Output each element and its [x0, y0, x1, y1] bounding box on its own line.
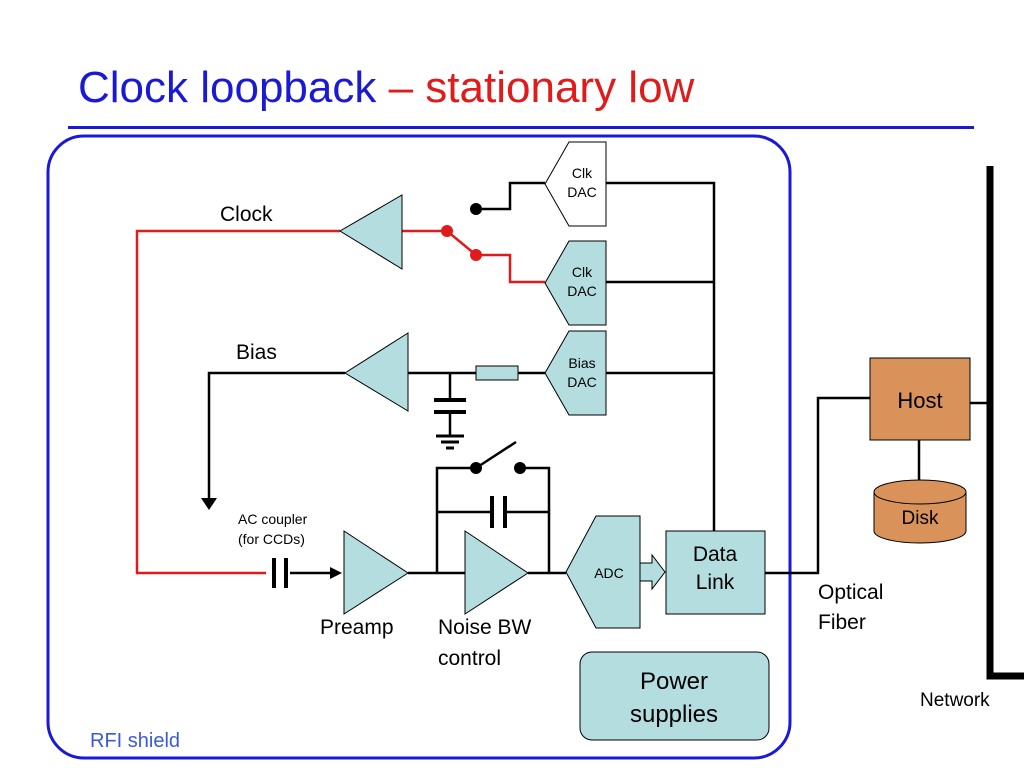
clk-dac-2-label-line2: DAC — [567, 283, 597, 299]
clk-dac-1-label-line1: Clk — [572, 165, 593, 181]
data-link-label-line1: Data — [693, 543, 738, 566]
rfi-shield-label: RFI shield — [90, 730, 180, 752]
rfi-shield-box — [46, 134, 792, 760]
ground-symbol — [436, 434, 464, 450]
switch-contact-open — [470, 203, 482, 215]
preamp-label: Preamp — [320, 616, 394, 639]
clk-dac-1-label-line2: DAC — [567, 184, 597, 200]
preamp — [343, 530, 409, 615]
bias-label: Bias — [236, 341, 277, 364]
bias-arrow-head — [201, 498, 217, 510]
bias-dac — [544, 330, 607, 416]
network-label: Network — [920, 690, 990, 711]
switch-contact-active — [470, 249, 482, 261]
bias-dac-label-line2: DAC — [567, 374, 597, 390]
adc-to-datalink-arrow — [639, 553, 666, 591]
title-underline — [68, 126, 974, 129]
wire-clkdac1-to-contact — [476, 181, 545, 211]
disk — [873, 479, 967, 544]
network-bus — [986, 166, 1024, 680]
bias-filter-capacitor — [434, 398, 466, 414]
wire-clkdac1-bus — [606, 181, 716, 533]
feedback-switch-contact-left — [470, 462, 482, 474]
host-label: Host — [897, 388, 942, 413]
page-title: Clock loopback – stationary low — [78, 66, 694, 110]
bias-dac-label-line1: Bias — [568, 355, 595, 371]
title-main: Clock loopback — [78, 63, 377, 112]
clock-buffer-amp — [339, 194, 403, 270]
noise-bw-label-line2: control — [438, 647, 501, 670]
ac-coupler-label-line1: AC coupler — [238, 511, 308, 527]
power-supplies-label-line1: Power — [640, 668, 708, 695]
ac-coupler-label-line2: (for CCDs) — [238, 531, 305, 547]
wire-bias-out — [207, 371, 345, 500]
switch-blade — [446, 230, 477, 256]
clock-path — [135, 229, 545, 575]
noise-bw-amp — [464, 530, 529, 615]
optical-fiber-label-line2: Fiber — [818, 611, 866, 634]
data-link-label-line2: Link — [696, 571, 735, 594]
adc-label: ADC — [594, 565, 624, 581]
noise-bw-label-line1: Noise BW — [438, 616, 532, 639]
adc — [565, 515, 641, 629]
clk-dac-2-label-line1: Clk — [572, 264, 593, 280]
data-link — [665, 530, 766, 615]
host — [869, 357, 971, 441]
wire-switch-clkdac2 — [476, 253, 545, 284]
power-supplies — [579, 651, 770, 741]
wire-feedback-right — [520, 466, 551, 573]
optical-fiber-label-line1: Optical — [818, 581, 883, 604]
switch-pivot — [441, 225, 453, 237]
wire-optical-fiber — [765, 396, 870, 575]
clk-dac-1 — [544, 141, 607, 227]
disk-label: Disk — [902, 508, 939, 529]
preamp-input-arrow — [330, 567, 342, 579]
feedback-switch-blade — [475, 440, 517, 470]
wire-feedback-left — [435, 466, 476, 573]
clk-dac-2 — [544, 240, 607, 326]
feedback-capacitor — [490, 496, 507, 528]
feedback-switch-contact-right — [514, 462, 526, 474]
clock-label: Clock — [220, 203, 273, 226]
power-supplies-label-line2: supplies — [630, 701, 718, 728]
bias-buffer-amp — [344, 332, 409, 412]
title-sub: – stationary low — [388, 63, 695, 112]
wire-clock-loop — [135, 229, 340, 575]
bias-resistor — [475, 365, 519, 381]
ac-coupler-capacitor — [272, 558, 288, 588]
wires — [207, 181, 990, 575]
